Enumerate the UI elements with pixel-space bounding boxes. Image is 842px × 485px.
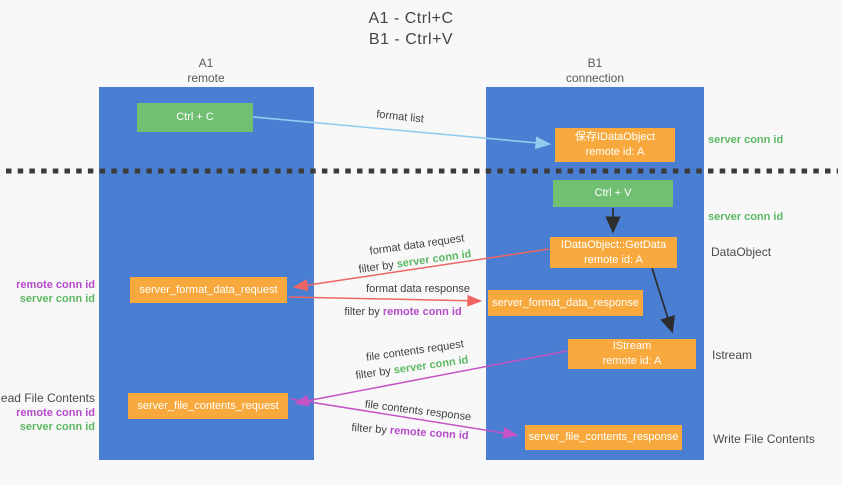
istream-line2: remote id: A [602,355,662,367]
column-a-header: A1 remote [187,56,224,86]
file-contents-request-arrow [293,350,568,407]
format-list-arrow [252,116,552,150]
save-idataobject-node: 保存IDataObject remote id: A [555,128,675,162]
save-idataobject-line2: remote id: A [585,146,645,158]
read-file-contents-annotation: Read File Contents [0,391,95,405]
server-format-data-request-label: server_format_data_request [139,283,278,296]
title-line-b: B1 - Ctrl+V [368,31,454,49]
istream-node: IStream remote id: A [568,339,696,369]
column-b-name: connection [565,71,625,85]
server-format-data-response-node: server_format_data_response [488,290,643,316]
save-idataobject-line1: 保存IDataObject [574,131,656,144]
server-file-contents-request-label: server_file_contents_request [137,399,279,412]
filter-prefix: filter by [344,306,383,318]
server-file-contents-response-node: server_file_contents_response [525,425,682,450]
server-conn-id-annotation-2: server conn id [19,421,95,433]
server-conn-id-annotation-top: server conn id [708,134,784,146]
ctrl-c-node: Ctrl + C [137,103,253,132]
server-conn-id-annotation-1: server conn id [19,293,95,305]
server-file-contents-response-label: server_file_contents_response [528,431,679,444]
istream-annotation: Istream [712,348,753,362]
getdata-line2: remote id: A [584,253,643,266]
file-contents-response-arrow [290,398,519,439]
remote-conn-id-annotation-2: remote conn id [16,407,95,419]
dataobject-annotation: DataObject [711,245,772,259]
server-conn-id-annotation-mid: server conn id [708,211,784,223]
format-data-response-label: format data response [366,283,470,295]
server-format-data-request-node: server_format_data_request [130,277,287,303]
remote-conn-id-term: remote conn id [382,306,462,318]
write-file-contents-annotation: Write File Contents [713,432,815,446]
column-b-header: B1 connection [566,56,624,86]
remote-conn-id-annotation-1: remote conn id [16,279,95,291]
ctrl-v-label: Ctrl + V [594,187,632,200]
getdata-line1: IDataObject::GetData [560,238,667,251]
column-a-name: remote [187,71,225,85]
istream-line1: IStream [612,340,652,353]
title-line-a: A1 - Ctrl+C [368,10,454,27]
column-a-id: A1 [198,56,214,70]
format-data-response-arrow [288,294,483,307]
getdata-to-istream-arrow [651,267,675,334]
ctrl-v-node: Ctrl + V [553,180,673,207]
server-file-contents-request-node: server_file_contents_request [128,393,288,419]
format-data-request-arrow [292,248,550,292]
ctrl-c-label: Ctrl + C [176,111,214,124]
diagram-title: A1 - Ctrl+C B1 - Ctrl+V [368,8,453,50]
filter-by-remote-conn-id-label-1: filter by remote conn id [344,306,461,318]
column-b-id: B1 [587,56,603,70]
server-format-data-response-label: server_format_data_response [492,296,639,309]
idataobject-getdata-node: IDataObject::GetData remote id: A [550,237,677,268]
